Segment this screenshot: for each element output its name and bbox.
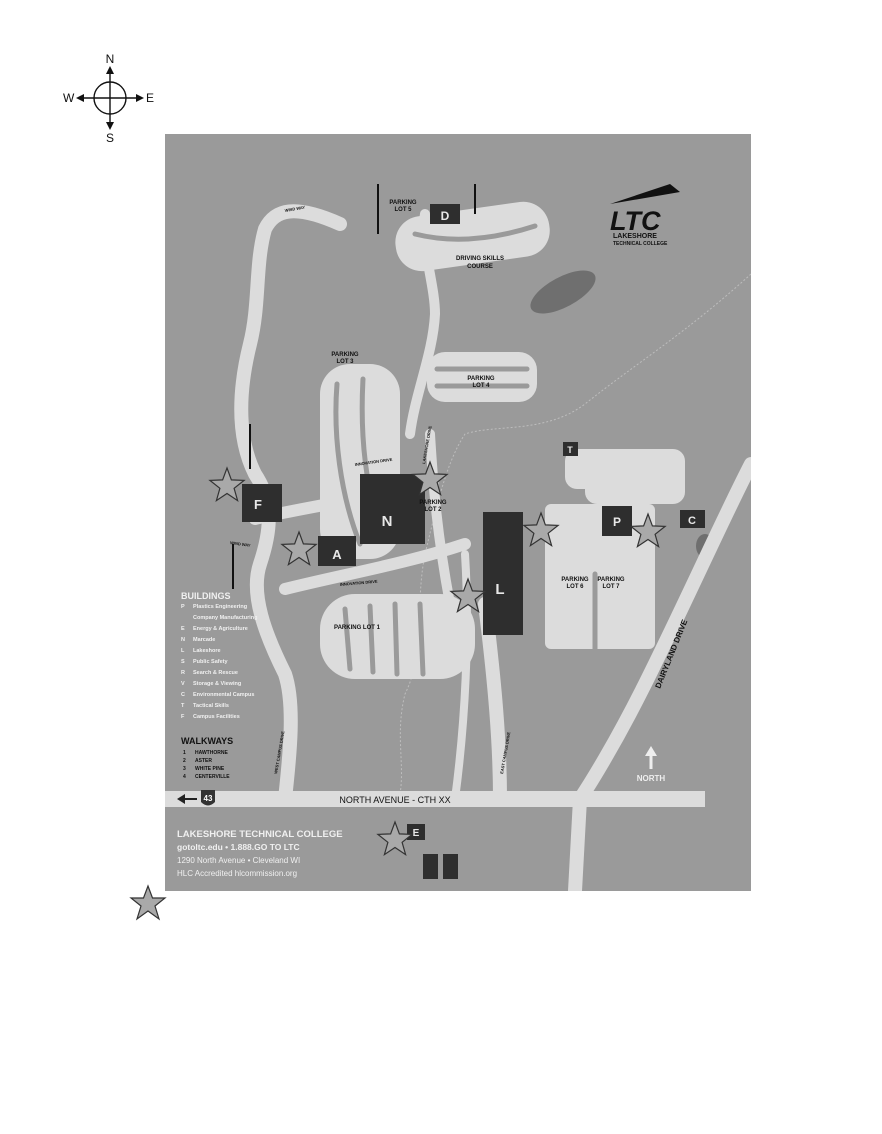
parking-lots [320,201,685,679]
ltc-logo: LTC LAKESHORE TECHNICAL COLLEGE [610,184,680,247]
building-legend-letter: R [181,670,185,676]
innovation-drive-lower-label: INNOVATION DRIVE [340,579,378,587]
ltc-logo-line1: LAKESHORE [613,233,657,240]
building-legend-label: Marcade [193,637,215,643]
college-contact: gotoltc.edu • 1.888.GO TO LTC [177,842,300,852]
legend-star-icon [129,884,167,921]
college-address: 1290 North Avenue • Cleveland WI [177,856,300,865]
north-label: NORTH [637,774,666,783]
walkway-legend-label: WHITE PINE [195,766,225,772]
walkway-legend-number: 2 [183,758,186,764]
compass-north-label: N [106,52,115,66]
compass-icon [82,72,138,124]
parking-lot-1-label: PARKING LOT 1 [334,625,381,631]
location-star-icon [522,511,560,548]
building-n-label: N [382,513,393,530]
building-legend-letter: T [181,703,185,709]
building-n: N [360,474,425,544]
building-f: F [242,484,282,522]
college-info: LAKESHORE TECHNICAL COLLEGE gotoltc.edu … [177,829,343,878]
building-p: P [602,506,632,536]
building-e: E [407,824,458,879]
building-legend-label: Search & Rescue [193,670,238,676]
building-t-label: T [567,445,573,455]
building-legend-label: Public Safety [193,659,228,665]
ltc-logo-mark: LTC [610,206,661,236]
north-avenue-road [165,791,705,807]
building-d-label: D [441,209,450,223]
building-e-label: E [413,828,420,839]
location-star-icon [449,577,487,614]
lakeshore-drive-label: LAKESHORE DRIVE [421,425,433,464]
building-p-label: P [613,515,621,529]
location-star-icon [411,460,449,497]
west-arrow-icon [177,794,197,804]
building-legend-letter: V [181,681,185,687]
building-a: A [318,536,356,566]
college-name: LAKESHORE TECHNICAL COLLEGE [177,829,343,840]
building-legend-label: Lakeshore [193,648,221,654]
highway-number: 43 [204,794,213,803]
building-legend-letter: L [181,648,185,654]
compass-south-label: S [106,131,114,145]
location-star-icon [376,820,414,857]
location-star-icon [280,530,318,567]
ltc-logo-line2: TECHNICAL COLLEGE [613,241,668,247]
walkway-legend-number: 1 [183,750,186,756]
building-legend-letter: P [181,604,185,610]
campus-map: D F A N L P C T E [165,134,751,891]
building-l: L [483,512,523,635]
walkways-legend: WALKWAYS 1 HAWTHORNE 2 ASTER 3 WHITE PINE 4 CEN… [181,736,233,780]
building-legend-letter: F [181,714,185,720]
building-c: C [680,510,705,528]
building-legend-letter: C [181,692,185,698]
building-legend-label: Environmental Campus [193,692,254,698]
highway-43-shield: 43 [201,790,215,806]
wind-way-top-label: WIND WAY [284,204,305,213]
building-c-label: C [688,515,696,527]
building-legend-label: Tactical Skills [193,703,229,709]
building-legend-label: Company Manufacturing [193,615,257,621]
building-legend-letter: S [181,659,185,665]
location-star-icon [629,512,667,549]
north-arrow-icon [645,746,657,769]
building-legend-letter: E [181,626,185,632]
compass-rose: N S E W [63,52,154,145]
building-legend-label: Plastics Engineering [193,604,247,610]
north-avenue-label: NORTH AVENUE - CTH XX [339,795,450,805]
walkway-legend-label: ASTER [195,758,212,764]
location-star-icon [208,466,246,503]
walkway-legend-number: 4 [183,774,186,780]
wind-turbines [232,184,476,589]
building-legend-label: Campus Facilities [193,714,240,720]
walkways-legend-heading: WALKWAYS [181,736,233,746]
walkway-legend-number: 3 [183,766,186,772]
building-legend-letter: N [181,637,185,643]
buildings-legend-heading: BUILDINGS [181,591,231,601]
innovation-drive-label: INNOVATION DRIVE [354,457,393,467]
walkway-legend-label: HAWTHORNE [195,750,228,756]
walkway-legend-label: CENTERVILLE [195,774,230,780]
building-a-label: A [332,547,342,562]
location-stars [208,460,667,857]
building-legend-label: Energy & Agriculture [193,626,248,632]
building-d: D [430,204,460,224]
building-l-label: L [495,581,504,598]
wind-way-left-label: WIND WAY [230,540,251,548]
compass-east-label: E [146,91,154,105]
compass-west-label: W [63,91,75,105]
building-f-label: F [254,497,262,512]
building-t: T [563,442,578,456]
building-legend-label: Storage & Viewing [193,681,241,687]
pond [530,270,596,314]
college-accreditation: HLC Accredited hlcommission.org [177,869,297,878]
